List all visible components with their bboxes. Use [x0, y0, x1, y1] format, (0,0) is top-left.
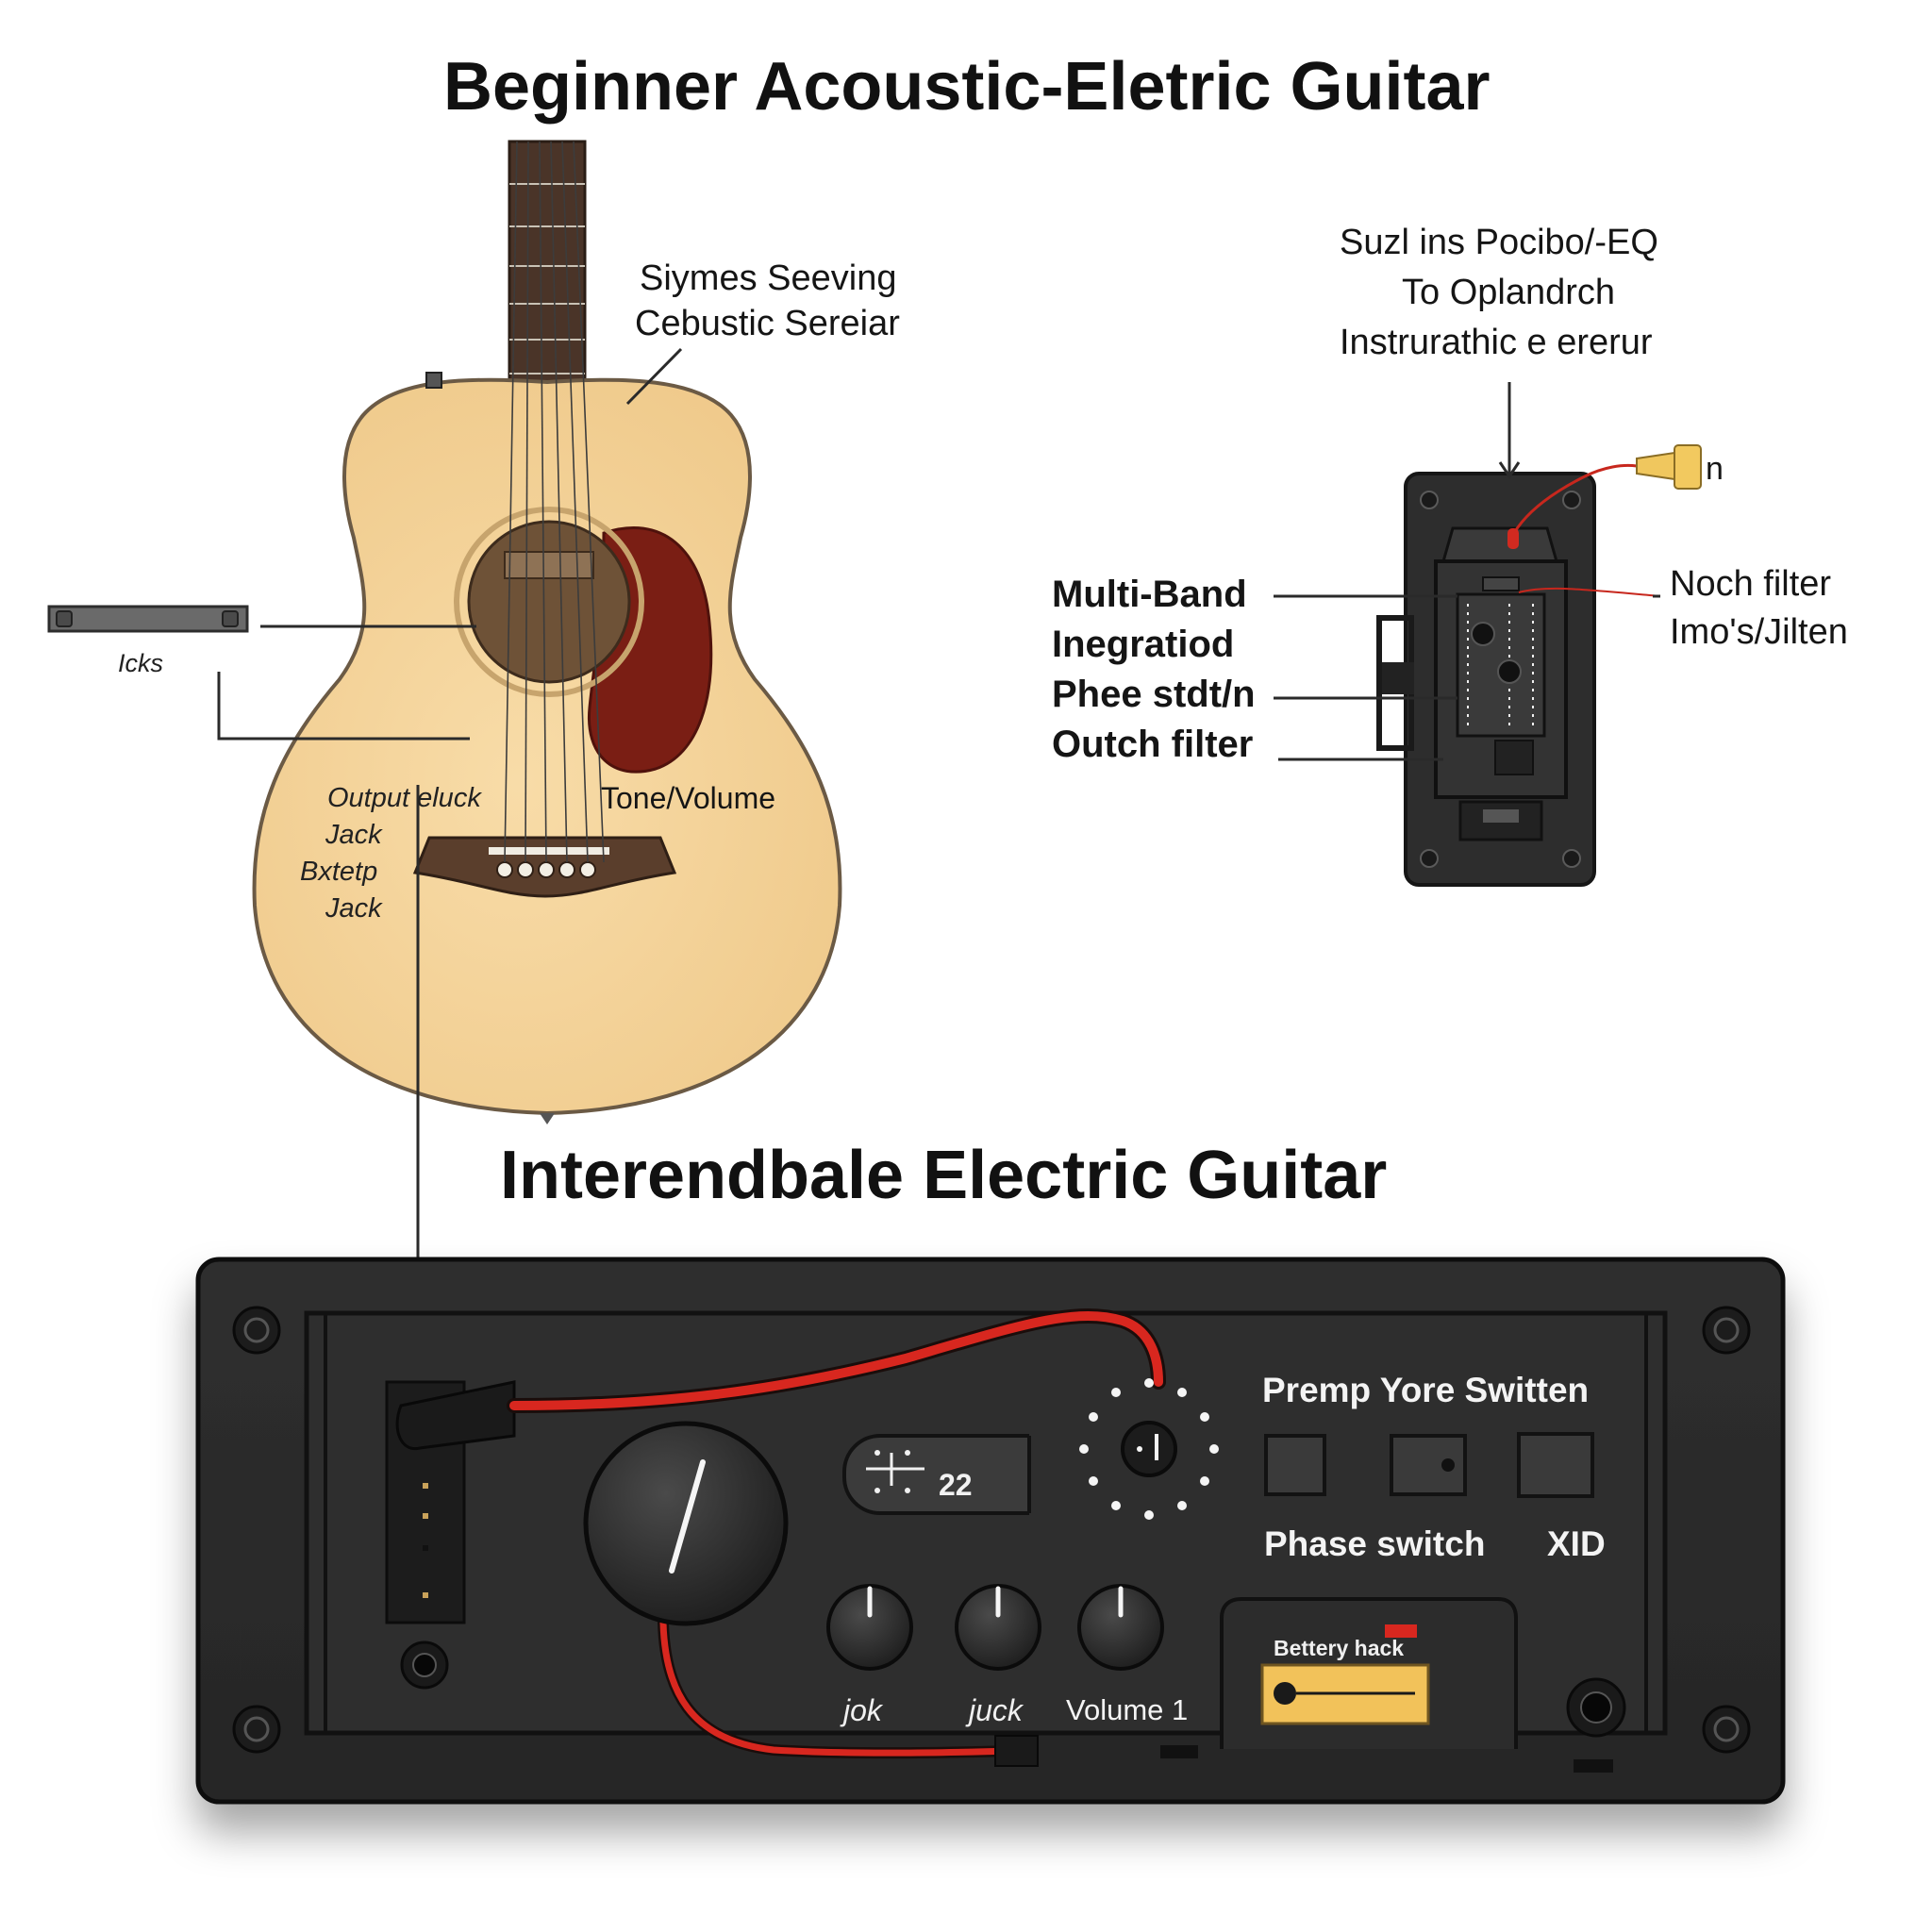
preamp-pot-1	[1472, 623, 1494, 645]
strap-label: Icks	[118, 651, 163, 676]
preamp-label-left-1: Multi-Band	[1052, 570, 1247, 620]
switch-1[interactable]	[1266, 1436, 1324, 1494]
preamp-top-bracket	[1443, 528, 1557, 561]
small-knobs	[828, 1586, 1162, 1669]
readout-value: 22	[939, 1470, 973, 1500]
switch-title-label: Premp Yore Switten	[1262, 1373, 1589, 1407]
output-jack-label-1: Output eluck	[327, 785, 481, 812]
strap-button	[426, 373, 441, 388]
output-jack-label-3: Bxtetp	[300, 858, 377, 886]
preamp-label-left-2: Inegratiod	[1052, 620, 1234, 670]
soundhole-pickup	[505, 552, 593, 578]
saddle	[489, 847, 609, 855]
knob-1-label: jok	[843, 1695, 882, 1725]
tone-volume-label: Tone/Volume	[601, 783, 775, 813]
preamp-label-top-2: To Oplandrch	[1402, 275, 1615, 310]
preamp-label-left-4: Outch filter	[1052, 720, 1253, 770]
preamp-label-top-1: Suzl ins Pocibo/-EQ	[1340, 225, 1658, 260]
connector-label: n	[1706, 453, 1724, 485]
guitar-label-top-2: Cebustic Sereiar	[635, 306, 900, 341]
output-jack-label-4: Jack	[325, 895, 382, 923]
strap-bar	[49, 607, 247, 631]
preamp-label-left-3: Phee stdt/n	[1052, 670, 1256, 720]
top-title: Beginner Acoustic-Eletric Guitar	[443, 53, 1491, 121]
output-jack-label-2: Jack	[325, 822, 382, 849]
preamp-pot-2	[1498, 660, 1521, 683]
preamp-label-right-2: Imo's/Jilten	[1670, 614, 1848, 650]
soundhole	[469, 522, 629, 682]
phase-switch-label: Phase switch	[1264, 1526, 1485, 1561]
preamp-label-top-3: Instrurathic e ererur	[1340, 325, 1653, 360]
knob-2-label: juck	[969, 1695, 1023, 1725]
middle-title: Interendbale Electric Guitar	[500, 1141, 1387, 1209]
preamp-label-right-1: Noch filter	[1670, 566, 1831, 602]
switch-3[interactable]	[1519, 1434, 1592, 1496]
output-connector	[1637, 445, 1701, 489]
preamp-switches	[1266, 1434, 1592, 1496]
guitar-label-top-1: Siymes Seeving	[640, 260, 896, 296]
xid-label: XID	[1547, 1526, 1606, 1561]
guitar-body	[255, 380, 841, 1113]
end-pin	[540, 1113, 555, 1124]
knob-3-label: Volume 1	[1066, 1695, 1188, 1724]
preamp-module	[1379, 465, 1660, 885]
preamp-led	[1507, 528, 1519, 549]
battery-label: Bettery hack	[1274, 1638, 1404, 1659]
battery-pack	[1222, 1599, 1516, 1749]
